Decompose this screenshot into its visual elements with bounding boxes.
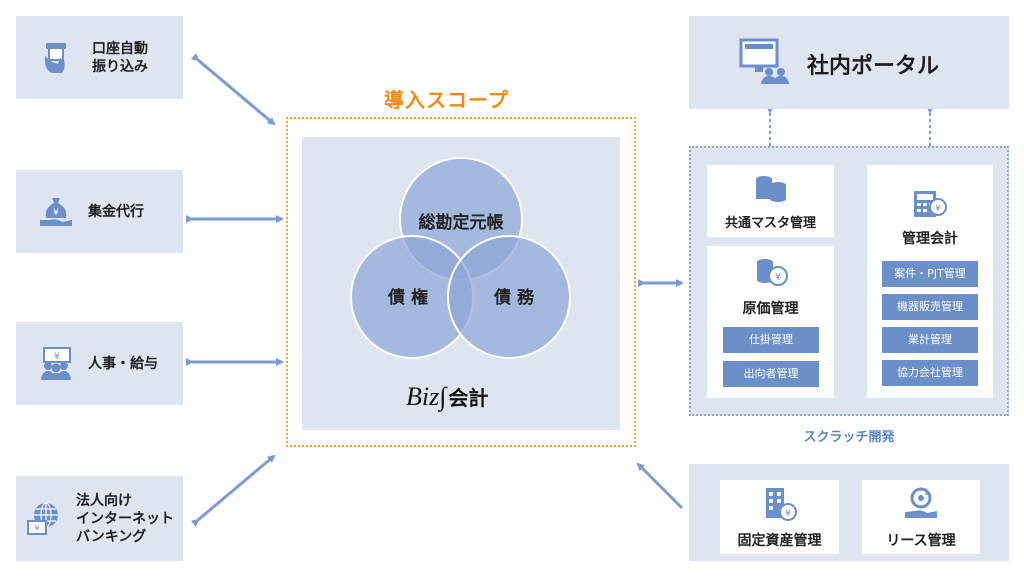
portal-box: 社内ポータル: [689, 16, 1009, 109]
recycle-hand-icon: [905, 487, 937, 518]
svg-text:¥: ¥: [785, 509, 791, 519]
mgmt-item-partner: 協力会社管理: [882, 360, 978, 386]
coins-yen-icon: ¥: [757, 259, 788, 286]
scratch-label: スクラッチ開発: [803, 430, 895, 445]
arrow-bottom-scope: [636, 462, 684, 510]
cost-box: ¥ 原価管理 仕掛管理 出向者管理: [707, 246, 834, 398]
master-label: 共通マスタ管理: [724, 216, 816, 231]
arrow-banking-scope: [190, 454, 276, 527]
cost-item-secondee: 出向者管理: [723, 361, 819, 387]
globe-banking-icon: ¥: [27, 501, 58, 535]
svg-text:¥: ¥: [935, 204, 941, 214]
mgmt-item-sales: 機器販売管理: [882, 294, 978, 320]
cost-item-wip: 仕掛管理: [723, 327, 819, 353]
svg-text:¥: ¥: [34, 524, 39, 533]
mgmt-item-plan: 業計管理: [882, 327, 978, 353]
svg-text:¥: ¥: [54, 352, 60, 362]
left-item-label: 集金代行: [88, 203, 144, 220]
asset-label: 固定資産管理: [737, 533, 822, 549]
asset-box: ¥ 固定資産管理: [720, 480, 839, 554]
building-yen-icon: ¥: [766, 488, 797, 521]
venn-label-left: 債 権: [387, 287, 428, 308]
left-item-payroll: ¥ 人事・給与: [16, 322, 183, 405]
venn-circle-right: [447, 235, 571, 359]
scope-title: 導入スコープ: [384, 88, 509, 112]
bizf-logo-text: 会計: [448, 386, 489, 410]
left-item-collection: ¥ 集金代行: [16, 170, 183, 253]
cost-label: 原価管理: [742, 301, 799, 317]
lease-box: リース管理: [862, 480, 980, 554]
left-item-label: 人事・給与: [88, 355, 158, 372]
lease-label: リース管理: [886, 533, 956, 549]
computer-users-icon: [739, 38, 789, 84]
calculator-yen-icon: ¥: [914, 191, 947, 217]
bizf-logo: Biz∫会計: [406, 382, 546, 422]
bizf-logo-brand: Biz∫: [406, 382, 447, 411]
database-icon: [756, 176, 786, 202]
atm-transfer-icon: [44, 42, 66, 73]
svg-text:¥: ¥: [53, 208, 59, 218]
venn-label-top: 総勘定元帳: [419, 212, 504, 233]
mgmt-item-project: 案件・PJT管理: [882, 261, 978, 287]
money-bag-hand-icon: ¥: [40, 197, 72, 226]
venn-label-right: 債 務: [493, 287, 535, 308]
left-item-atm: 口座自動 振り込み: [16, 16, 183, 99]
people-payroll-icon: ¥: [41, 346, 71, 380]
scope-frame: [286, 117, 636, 447]
left-item-label: 口座自動 振り込み: [92, 40, 148, 75]
venn-diagram: 総勘定元帳 債 権 債 務: [350, 157, 571, 359]
svg-text:¥: ¥: [775, 272, 781, 283]
arrow-atm-scope: [190, 53, 276, 126]
left-item-label: 法人向け インターネット バンキング: [76, 492, 174, 545]
portal-label: 社内ポータル: [807, 54, 940, 79]
left-item-banking: ¥ 法人向け インターネット バンキング: [16, 476, 183, 561]
mgmt-label: 管理会計: [902, 231, 958, 247]
mgmt-box: ¥ 管理会計 案件・PJT管理 機器販売管理 業計管理 協力会社管理: [867, 165, 993, 398]
master-box: 共通マスタ管理: [707, 165, 834, 237]
